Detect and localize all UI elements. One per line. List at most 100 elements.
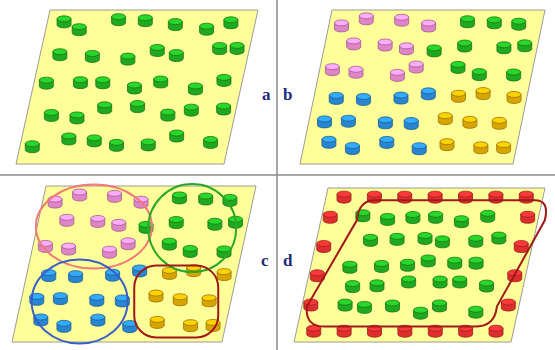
protein-cylinder <box>70 112 84 124</box>
protein-cylinder <box>469 235 483 247</box>
protein-cylinder <box>85 50 99 62</box>
protein-cylinder <box>512 18 526 30</box>
protein-cylinder <box>452 90 466 102</box>
protein-cylinder <box>154 76 168 88</box>
protein-cylinder <box>414 307 428 319</box>
protein-cylinder <box>169 217 183 229</box>
protein-cylinder <box>161 109 175 121</box>
protein-cylinder <box>57 320 71 332</box>
protein-cylinder <box>453 276 467 288</box>
protein-cylinder <box>213 43 227 55</box>
protein-cylinder <box>440 139 454 151</box>
protein-cylinder <box>127 82 141 94</box>
protein-cylinder <box>507 91 521 103</box>
protein-cylinder <box>184 104 198 116</box>
protein-cylinder <box>138 15 152 27</box>
domain-outline <box>134 265 218 337</box>
protein-cylinder <box>433 300 447 312</box>
protein-cylinder <box>381 213 395 225</box>
protein-cylinder <box>421 88 435 100</box>
protein-cylinder <box>448 257 462 269</box>
protein-cylinder <box>149 290 163 302</box>
protein-cylinder <box>39 77 53 89</box>
protein-cylinder <box>150 44 164 56</box>
protein-cylinder <box>199 193 213 205</box>
protein-cylinder <box>60 214 74 226</box>
protein-cylinder <box>390 233 404 245</box>
protein-cylinder <box>224 17 238 29</box>
protein-cylinder <box>378 117 392 129</box>
protein-cylinder <box>188 83 202 95</box>
protein-cylinder <box>217 269 231 281</box>
protein-cylinder <box>409 61 423 73</box>
protein-cylinder <box>112 219 126 231</box>
protein-cylinder <box>200 23 214 35</box>
protein-cylinder <box>150 316 164 328</box>
protein-cylinder <box>489 191 503 203</box>
protein-cylinder <box>202 295 216 307</box>
protein-cylinder <box>131 101 145 113</box>
protein-cylinder <box>25 141 39 153</box>
protein-cylinder <box>429 211 443 223</box>
protein-cylinder <box>102 246 116 258</box>
protein-cylinder <box>96 77 110 89</box>
panel-letter: b <box>283 86 292 103</box>
membrane-plane <box>12 186 256 342</box>
protein-cylinder <box>435 236 449 248</box>
protein-cylinder <box>469 257 483 269</box>
panel-letter: d <box>283 252 292 269</box>
protein-cylinder <box>334 20 348 32</box>
protein-cylinder <box>481 210 495 222</box>
protein-cylinder <box>62 243 76 255</box>
membrane-plane <box>16 10 258 164</box>
protein-cylinder <box>121 53 135 65</box>
protein-cylinder <box>418 232 432 244</box>
protein-cylinder <box>451 61 465 73</box>
protein-cylinder <box>492 232 506 244</box>
protein-cylinder <box>492 117 506 129</box>
protein-cylinder <box>363 234 377 246</box>
protein-cylinder <box>91 314 105 326</box>
protein-cylinder <box>349 66 363 78</box>
protein-cylinder <box>172 192 186 204</box>
protein-cylinder <box>72 24 86 36</box>
protein-cylinder <box>204 136 218 148</box>
protein-cylinder <box>412 143 426 155</box>
protein-cylinder <box>133 265 147 277</box>
protein-cylinder <box>422 20 436 32</box>
panel-divider <box>0 174 555 176</box>
protein-cylinder <box>329 92 343 104</box>
protein-cylinder <box>162 238 176 250</box>
panel-letter: a <box>262 86 271 103</box>
protein-cylinder <box>69 271 83 283</box>
protein-cylinder <box>514 241 528 253</box>
protein-cylinder <box>390 69 404 81</box>
protein-cylinder <box>399 43 413 55</box>
protein-cylinder <box>421 255 435 267</box>
protein-cylinder <box>458 40 472 52</box>
protein-cylinder <box>337 191 351 203</box>
protein-cylinder <box>480 280 494 292</box>
protein-cylinder <box>497 42 511 54</box>
protein-cylinder <box>217 103 231 115</box>
protein-cylinder <box>459 191 473 203</box>
protein-cylinder <box>438 113 452 125</box>
protein-cylinder <box>463 116 477 128</box>
protein-cylinder <box>173 294 187 306</box>
domain-outline <box>148 184 236 272</box>
protein-cylinder <box>62 133 76 145</box>
protein-cylinder <box>518 40 532 52</box>
protein-cylinder <box>404 118 418 130</box>
protein-cylinder <box>317 241 331 253</box>
protein-cylinder <box>476 88 490 100</box>
protein-cylinder <box>461 16 475 28</box>
protein-cylinder <box>521 211 535 223</box>
protein-cylinder <box>472 69 486 81</box>
protein-cylinder <box>345 143 359 155</box>
protein-cylinder <box>73 77 87 89</box>
protein-cylinder <box>57 16 71 28</box>
protein-cylinder <box>338 299 352 311</box>
protein-cylinder <box>428 191 442 203</box>
panel-letter: c <box>261 252 269 269</box>
